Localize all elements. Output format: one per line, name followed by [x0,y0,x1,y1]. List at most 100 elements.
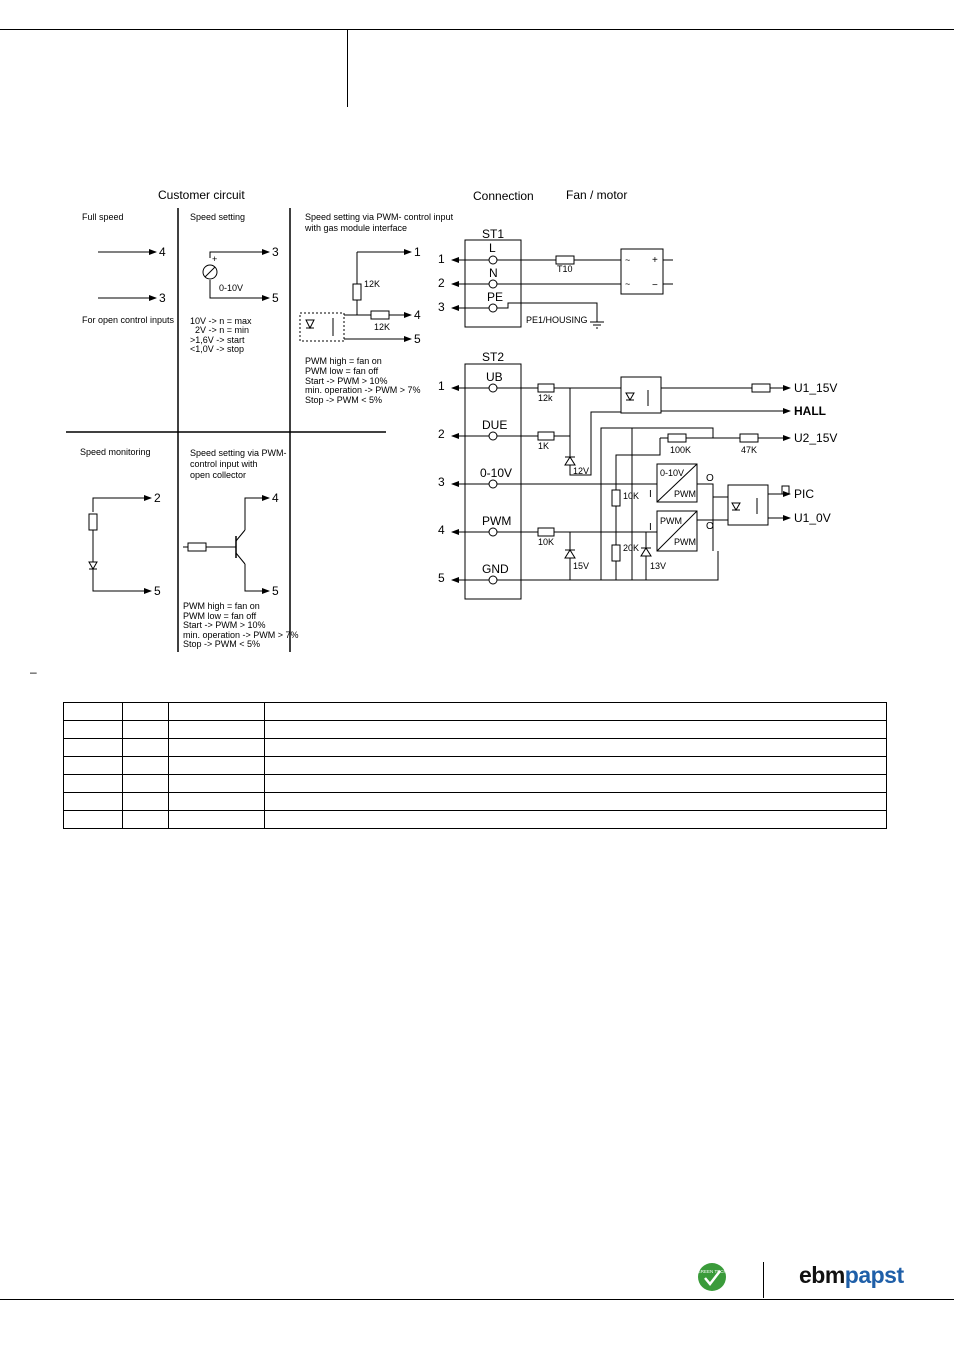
pwm-rule-b2: PWM low = fan off [183,611,257,621]
svg-text:+: + [652,255,658,266]
svg-text:20K: 20K [623,543,639,553]
svg-text:12K: 12K [374,322,390,332]
pwm-gas-label-1: Speed setting via PWM- control input [305,212,454,222]
full-speed-label: Full speed [82,212,124,222]
data-table [63,702,887,829]
table-row [63,756,887,775]
connection-diagram: Customer circuit Full speed 4 3 For open… [30,188,837,679]
speed-monitoring-label: Speed monitoring [80,447,151,457]
svg-text:5: 5 [272,291,279,305]
svg-text:5: 5 [272,584,279,598]
pwm-rule-a1: PWM high = fan on [305,356,382,366]
svg-text:N: N [489,266,498,280]
svg-text:PWM: PWM [482,514,511,528]
svg-text:U2_15V: U2_15V [794,431,837,445]
svg-text:12V: 12V [573,466,589,476]
svg-text:10K: 10K [623,491,639,501]
svg-text:2: 2 [438,427,445,441]
pwm-oc-label-2: control input with [190,459,258,469]
svg-text:PE: PE [487,290,503,304]
svg-text:HALL: HALL [794,404,826,418]
svg-text:47K: 47K [741,445,757,455]
svg-text:~: ~ [625,279,630,289]
footer-rule [0,1299,954,1300]
svg-text:3: 3 [438,300,445,314]
svg-text:GREEN TECH: GREEN TECH [697,1269,726,1274]
svg-text:2: 2 [154,491,161,505]
svg-text:1: 1 [438,379,445,393]
svg-text:PWM: PWM [660,516,682,526]
footer-divider [763,1262,764,1298]
green-tech-badge-icon: GREEN TECH [697,1263,727,1291]
svg-text:100K: 100K [670,445,691,455]
svg-text:0-10V: 0-10V [660,468,684,478]
svg-text:0-10V: 0-10V [219,283,243,293]
svg-text:O: O [706,473,714,484]
svg-text:I: I [649,522,652,533]
svg-text:3: 3 [159,291,166,305]
svg-text:1: 1 [438,252,445,266]
table-row [63,810,887,829]
svg-text:0-10V: 0-10V [480,466,512,480]
speed-rule-1: 10V -> n = max [190,316,252,326]
svg-text:12K: 12K [364,279,380,289]
pwm-oc-label-1: Speed setting via PWM- [190,448,287,458]
pwm-rule-b1: PWM high = fan on [183,601,260,611]
svg-text:4: 4 [159,245,166,259]
svg-text:5: 5 [414,332,421,346]
svg-text:4: 4 [414,308,421,322]
svg-text:1: 1 [414,245,421,259]
svg-text:3: 3 [438,475,445,489]
ebmpapst-logo: ebmpapst [799,1262,904,1288]
speed-rule-4: <1,0V -> stop [190,344,244,354]
fan-motor-heading: Fan / motor [566,188,627,202]
svg-text:DUE: DUE [482,418,507,432]
svg-text:10K: 10K [538,537,554,547]
pwm-rule-a2: PWM low = fan off [305,366,379,376]
svg-text:T10: T10 [557,264,573,274]
svg-text:I: I [649,489,652,500]
svg-text:ST2: ST2 [482,350,504,364]
svg-text:+: + [212,254,217,264]
svg-text:1K: 1K [538,441,549,451]
pwm-rule-b4: min. operation -> PWM > 7% [183,630,299,640]
speed-rule-2: 2V -> n = min [195,325,249,335]
svg-text:~: ~ [625,255,630,265]
speed-rule-3: >1,6V -> start [190,335,245,345]
header-rule-top [0,29,954,30]
svg-text:UB: UB [486,370,503,384]
svg-text:PWM: PWM [674,537,696,547]
customer-circuit-heading: Customer circuit [158,188,245,202]
table-row [63,792,887,811]
svg-text:2: 2 [438,276,445,290]
header-divider [347,29,348,107]
svg-text:12k: 12k [538,393,553,403]
svg-text:−: − [652,280,658,291]
pwm-oc-label-3: open collector [190,470,246,480]
svg-text:4: 4 [272,491,279,505]
pwm-rule-b5: Stop -> PWM < 5% [183,639,260,649]
table-row [63,774,887,793]
table-row [63,738,887,757]
pwm-rule-a4: min. operation -> PWM > 7% [305,385,421,395]
pwm-gas-label-2: with gas module interface [304,223,407,233]
pwm-rule-b3: Start -> PWM > 10% [183,620,266,630]
svg-text:4: 4 [438,523,445,537]
svg-text:U1_0V: U1_0V [794,511,831,525]
svg-text:PE1/HOUSING: PE1/HOUSING [526,315,588,325]
svg-text:PWM: PWM [674,489,696,499]
svg-text:L: L [489,241,496,255]
svg-text:U1_15V: U1_15V [794,381,837,395]
footnote-mark: – [30,665,37,679]
svg-text:3: 3 [272,245,279,259]
svg-text:PIC: PIC [794,487,814,501]
connection-heading: Connection [473,189,534,203]
svg-text:5: 5 [154,584,161,598]
table-row [63,720,887,739]
svg-text:13V: 13V [650,561,666,571]
svg-text:5: 5 [438,571,445,585]
table-row [63,702,887,721]
pwm-rule-a3: Start -> PWM > 10% [305,376,388,386]
open-inputs-label: For open control inputs [82,315,175,325]
svg-text:15V: 15V [573,561,589,571]
